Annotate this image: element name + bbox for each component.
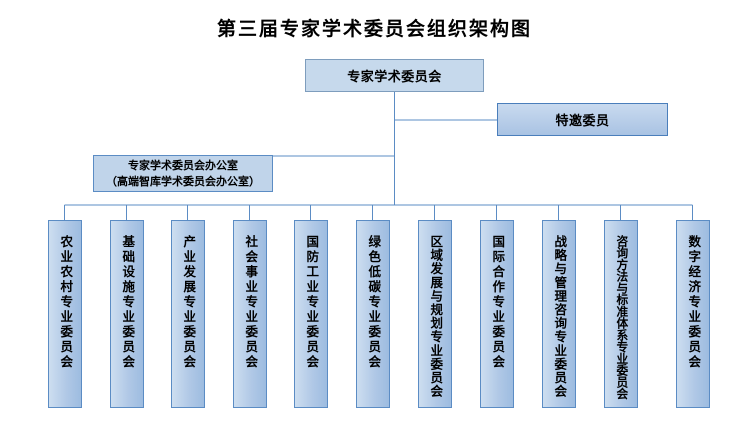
node-label: 国际合作专业委员会 (490, 235, 506, 370)
node-label: 区域发展与规划专业委员会 (428, 235, 444, 399)
node-label: 农业农村专业委员会 (58, 235, 74, 370)
node-label: 社会事业专业委员会 (243, 235, 259, 370)
node-committee-digital-economy[interactable]: 数字经济专业委员会 (676, 220, 710, 408)
node-label: 数字经济专业委员会 (686, 235, 702, 370)
node-committee-office[interactable]: 专家学术委员会办公室 （高端智库学术委员会办公室） (93, 155, 273, 192)
node-committee-infrastructure[interactable]: 基础设施专业委员会 (110, 220, 144, 408)
node-label: 产业发展专业委员会 (181, 235, 197, 370)
node-invited-members[interactable]: 特邀委员 (497, 103, 668, 136)
node-committee-social-undertakings[interactable]: 社会事业专业委员会 (233, 220, 267, 408)
node-committee-consulting-standards[interactable]: 咨询方法与标准体系专业委员会 (604, 220, 638, 408)
node-label: 专家学术委员会 (347, 70, 442, 85)
node-committee-industrial-development[interactable]: 产业发展专业委员会 (171, 220, 205, 408)
node-committee-green-low-carbon[interactable]: 绿色低碳专业委员会 (356, 220, 390, 408)
node-label: 国防工业专业委员会 (304, 235, 320, 370)
node-label: 战略与管理咨询专业委员会 (552, 235, 568, 399)
node-committee-strategy-management[interactable]: 战略与管理咨询专业委员会 (542, 220, 576, 408)
node-label: 基础设施专业委员会 (120, 235, 136, 370)
node-committee-regional-development[interactable]: 区域发展与规划专业委员会 (418, 220, 452, 408)
node-label: 特邀委员 (555, 114, 610, 129)
node-committee-international-cooperation[interactable]: 国际合作专业委员会 (480, 220, 514, 408)
node-expert-academic-committee[interactable]: 专家学术委员会 (305, 59, 484, 92)
node-label-line2: （高端智库学术委员会办公室） (106, 174, 260, 188)
node-label: 绿色低碳专业委员会 (366, 235, 382, 370)
node-label-line1: 专家学术委员会办公室 (128, 158, 238, 172)
node-committee-defense-industry[interactable]: 国防工业专业委员会 (294, 220, 328, 408)
page-title: 第三届专家学术委员会组织架构图 (216, 18, 532, 40)
node-committee-agriculture-rural[interactable]: 农业农村专业委员会 (48, 220, 82, 408)
node-label: 咨询方法与标准体系专业委员会 (614, 235, 629, 400)
